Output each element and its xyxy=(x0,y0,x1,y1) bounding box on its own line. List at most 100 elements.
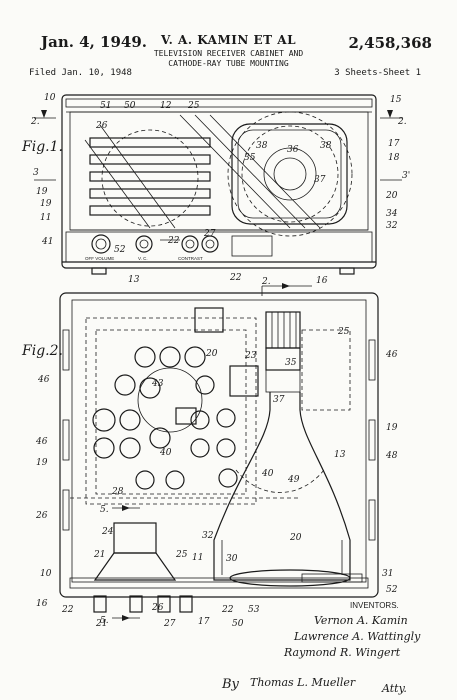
patent-number: 2,458,368 xyxy=(348,34,432,52)
reference-numeral: 31 xyxy=(382,569,393,579)
reference-numeral: 36 xyxy=(287,145,299,155)
reference-numeral: 48 xyxy=(385,451,398,461)
reference-numeral: 34 xyxy=(386,209,398,219)
reference-numeral: 38 xyxy=(320,141,332,151)
reference-numeral: 35 xyxy=(244,153,256,163)
reference-numeral: 25 xyxy=(187,101,200,111)
reference-numeral: 13 xyxy=(334,450,346,460)
reference-numeral: 3 xyxy=(33,168,39,178)
volume-knob xyxy=(91,234,111,254)
reference-numeral: 12 xyxy=(160,101,172,111)
reference-numeral: 40 xyxy=(261,469,274,479)
reference-numeral: 52 xyxy=(114,245,126,255)
patent-title-line1: TELEVISION RECEIVER CABINET AND xyxy=(153,49,304,58)
reference-numeral: 50 xyxy=(232,619,244,629)
reference-numeral: 30 xyxy=(226,554,238,564)
reference-numeral: 10 xyxy=(44,93,56,103)
cabinet-outline xyxy=(61,94,377,269)
reference-numeral: 49 xyxy=(287,475,300,485)
reference-numeral: 3' xyxy=(402,171,410,181)
reference-numeral: 22 xyxy=(229,273,242,283)
cabinet-inner-wall xyxy=(71,299,367,583)
reference-numeral: 38 xyxy=(256,141,268,151)
reference-numeral: 21 xyxy=(95,619,107,629)
reference-numeral: 10 xyxy=(40,569,52,579)
chassis-outline xyxy=(85,317,257,505)
tube-face-rim xyxy=(229,569,351,587)
foot-left xyxy=(91,267,107,275)
reference-numeral: 37 xyxy=(273,395,285,405)
reference-numeral: 22 xyxy=(221,605,234,615)
reference-numeral: 22 xyxy=(61,605,74,615)
reference-numeral: 20 xyxy=(289,533,302,543)
speaker-grille xyxy=(89,129,211,227)
tube-neck xyxy=(263,147,317,201)
reference-numeral: 5. xyxy=(100,505,109,515)
reference-numeral: 19 xyxy=(40,199,52,209)
control-label-vc: V. C. xyxy=(138,256,148,261)
signature-3: Raymond R. Wingert xyxy=(283,646,401,659)
reference-numeral: 46 xyxy=(35,437,48,447)
control-knobs xyxy=(91,234,273,257)
cabinet-section-outline xyxy=(59,292,379,598)
fig2-label: Fig.2. xyxy=(21,343,63,359)
reference-numeral: 24 xyxy=(101,527,114,537)
attorney-signature: Thomas L. Mueller xyxy=(250,676,356,689)
reference-numeral: 5. xyxy=(100,616,109,626)
speaker-cone xyxy=(93,552,177,581)
reference-numeral: 19 xyxy=(386,423,398,433)
panel-shading xyxy=(84,114,321,229)
tube-face-outline xyxy=(227,111,353,237)
reference-numeral: 2. xyxy=(397,117,407,127)
reference-numeral: 18 xyxy=(388,153,400,163)
reference-numeral: 19 xyxy=(36,187,48,197)
horizontal-control-knob xyxy=(181,235,199,253)
picture-window xyxy=(231,123,348,225)
right-vent-slots xyxy=(368,339,376,541)
filing-date: Filed Jan. 10, 1948 xyxy=(29,68,132,78)
reference-numeral: 25 xyxy=(337,327,350,337)
vertical-control-knob xyxy=(135,235,153,253)
reference-numeral: 53 xyxy=(248,605,260,615)
sheet-count: 3 Sheets-Sheet 1 xyxy=(334,68,421,78)
transformer xyxy=(194,307,224,333)
reference-numeral: 16 xyxy=(316,276,328,286)
reference-numeral: 28 xyxy=(111,487,124,497)
cabinet-top-band xyxy=(65,98,373,108)
reference-numeral: 35 xyxy=(285,358,297,368)
signature-2: Lawrence A. Wattingly xyxy=(293,630,421,643)
reference-numeral: 37 xyxy=(314,175,326,185)
contrast-knob xyxy=(201,235,219,253)
fig1-label: Fig.1. xyxy=(21,139,63,155)
reference-numeral: 19 xyxy=(36,458,48,468)
reference-numeral: 46 xyxy=(37,375,50,385)
foot-right xyxy=(339,267,355,275)
tube-sockets xyxy=(92,307,259,490)
reference-numeral: 41 xyxy=(41,237,53,247)
base-board xyxy=(69,577,369,589)
reference-numeral: 17 xyxy=(198,617,210,627)
control-label-volume: OFF VOLUME xyxy=(85,256,114,261)
reference-numeral: 15 xyxy=(390,95,402,105)
patent-title-line2: CATHODE-RAY TUBE MOUNTING xyxy=(168,59,289,68)
reference-numeral: 27 xyxy=(203,229,216,239)
knob-shafts xyxy=(93,595,193,613)
reference-numeral: 21 xyxy=(93,550,105,560)
inventors-heading: INVENTORS. xyxy=(350,601,399,610)
reference-numeral: 17 xyxy=(388,139,400,149)
reference-numeral: 26 xyxy=(151,603,164,613)
reference-numeral: 52 xyxy=(386,585,398,595)
reference-numeral: 32 xyxy=(202,531,214,541)
figure-1-front-view: OFF VOLUME V. C. CONTRAST 10 51 50 12 25… xyxy=(21,93,410,289)
reference-numeral: 46 xyxy=(385,350,398,360)
reference-numeral: 50 xyxy=(124,101,136,111)
control-label-contrast: CONTRAST xyxy=(178,256,203,261)
reference-numeral: 20 xyxy=(385,191,398,201)
reference-numeral: 27 xyxy=(163,619,176,629)
reference-numeral: 51 xyxy=(100,101,111,111)
reference-numeral: 23 xyxy=(244,351,257,361)
reference-numeral: 16 xyxy=(36,599,48,609)
reference-numeral: 2. xyxy=(30,117,40,127)
reference-numeral: 13 xyxy=(128,275,140,285)
figure-2-section-view: 25 46 20 23 35 37 43 46 40 28 46 40 49 1… xyxy=(21,286,398,629)
